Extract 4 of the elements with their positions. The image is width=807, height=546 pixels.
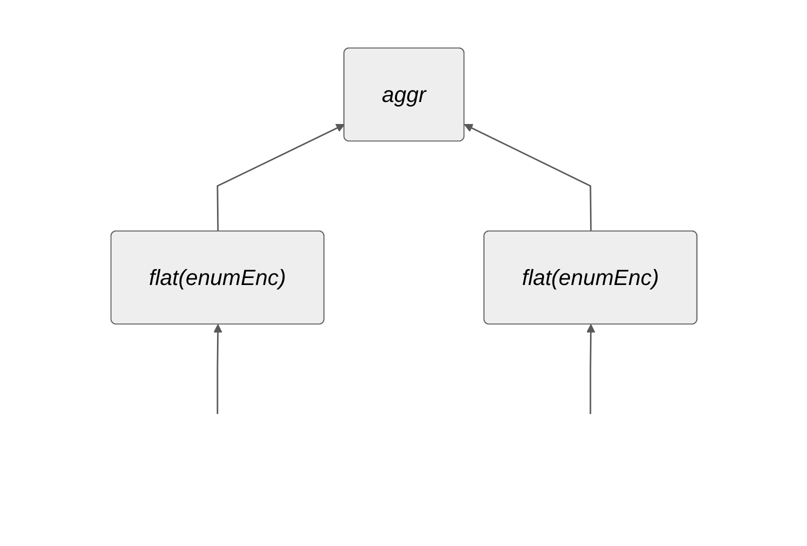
arrow — [464, 124, 592, 232]
arrow — [216, 124, 344, 232]
arrow — [586, 324, 595, 414]
arrow — [213, 324, 222, 414]
